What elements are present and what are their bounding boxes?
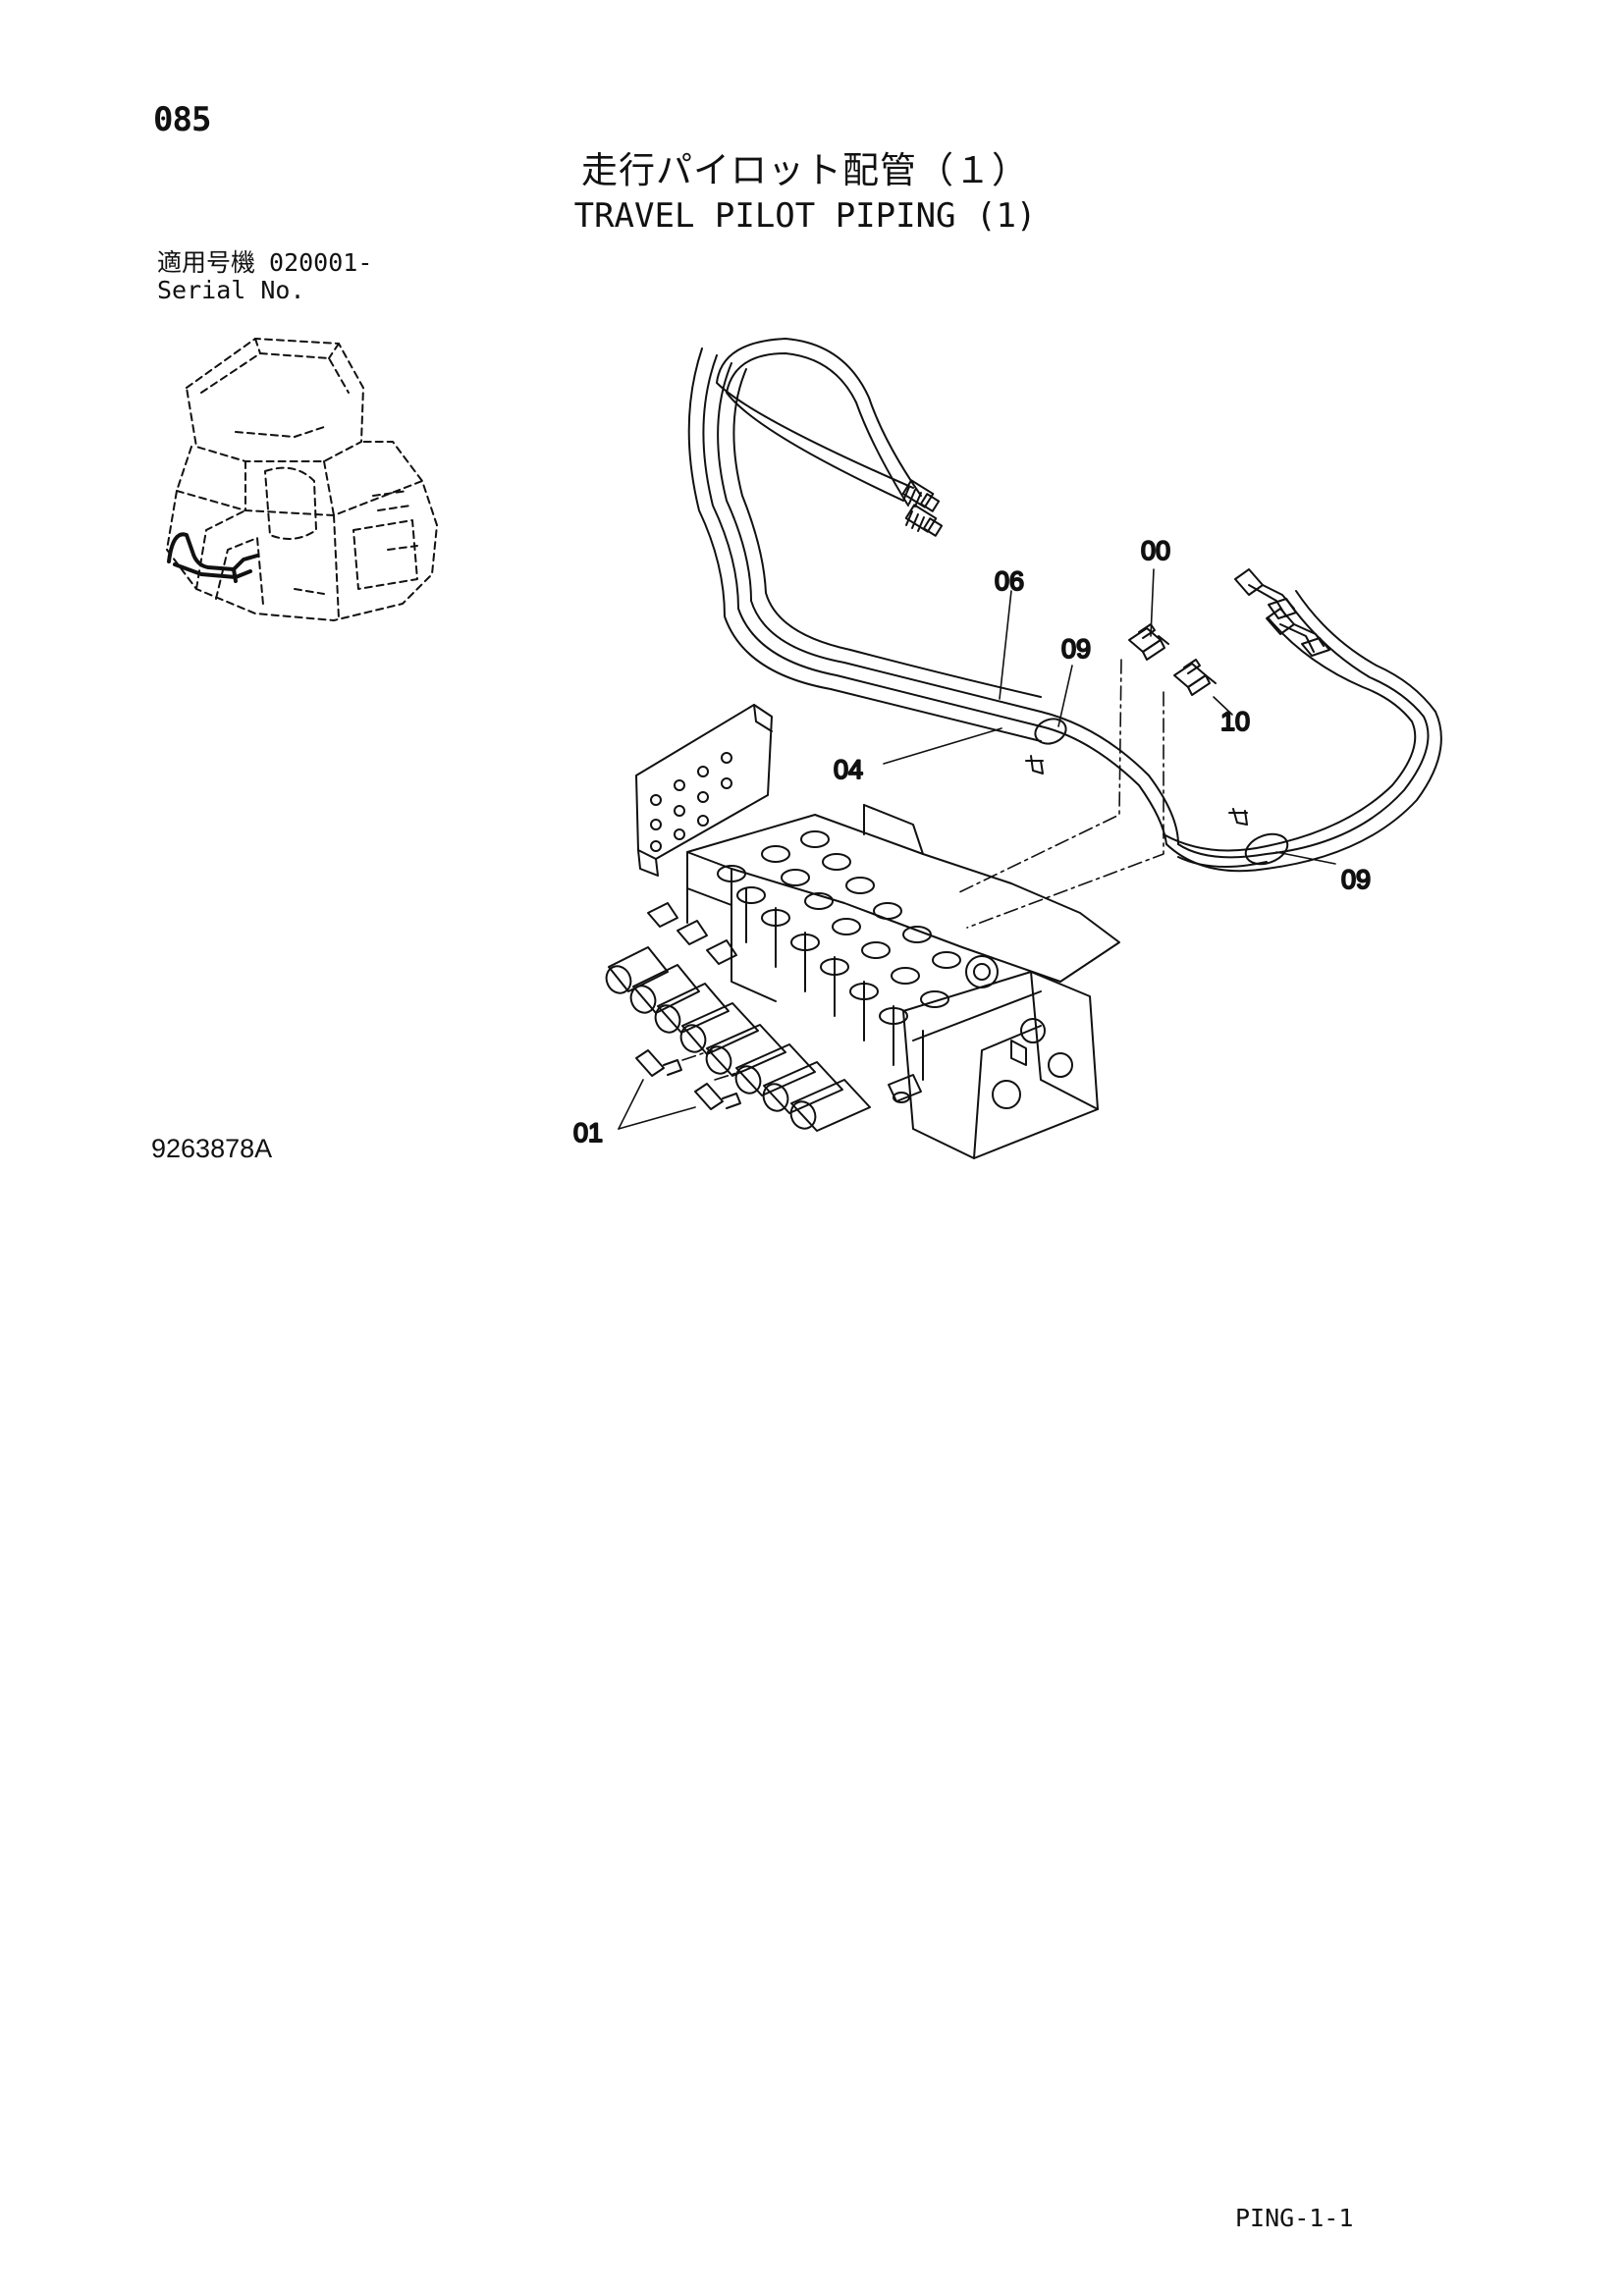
- callout-06: 06: [995, 566, 1024, 596]
- machine-location-thumbnail: [166, 338, 438, 621]
- callout-10: 10: [1220, 707, 1250, 736]
- mounting-plate-holes: [650, 752, 732, 852]
- pilot-hose-assembly: [687, 338, 1442, 873]
- callout-09-upper: 09: [1061, 634, 1091, 664]
- callout-00: 00: [1141, 536, 1170, 565]
- valve-section-ports: [717, 830, 961, 1025]
- thumbnail-highlighted-piping: [167, 532, 259, 583]
- control-valve-assembly: [605, 659, 1164, 1159]
- title-block: 走行パイロット配管（１） TRAVEL PILOT PIPING (1): [550, 149, 1060, 238]
- serial-row: 適用号機 020001-: [157, 249, 372, 277]
- elbow-fittings-01: [635, 1049, 741, 1110]
- callout-09-lower: 09: [1341, 865, 1371, 894]
- callout-leaders: [618, 568, 1336, 1130]
- drawing-number: 9263878A: [151, 1134, 273, 1163]
- serial-label-english: Serial No.: [157, 276, 305, 304]
- callout-01: 01: [573, 1118, 603, 1148]
- hose-elbow-fittings-right: [1234, 568, 1330, 657]
- sheet-code: PING-1-1: [1235, 2204, 1354, 2232]
- serial-label-japanese: 適用号機: [157, 248, 256, 277]
- hose-clamp-upper: [1025, 718, 1067, 774]
- serial-block: 適用号機 020001- Serial No.: [157, 249, 372, 304]
- title-japanese: 走行パイロット配管（１）: [581, 149, 1029, 191]
- valve-spools: [605, 946, 871, 1132]
- adapter-fitting-10: [1173, 659, 1217, 696]
- title-english: TRAVEL PILOT PIPING (1): [573, 196, 1037, 236]
- serial-range: 020001-: [269, 248, 373, 277]
- page-number: 085: [153, 100, 211, 139]
- callout-04: 04: [834, 755, 863, 784]
- hose-clamp-lower: [1228, 808, 1289, 866]
- hose-end-fitting-lower: [904, 504, 944, 537]
- adapter-fitting-00: [1128, 623, 1169, 661]
- spool-caps: [647, 902, 737, 965]
- hose-end-fitting-upper: [901, 479, 941, 512]
- assembly-leader-lines: [681, 659, 1164, 1081]
